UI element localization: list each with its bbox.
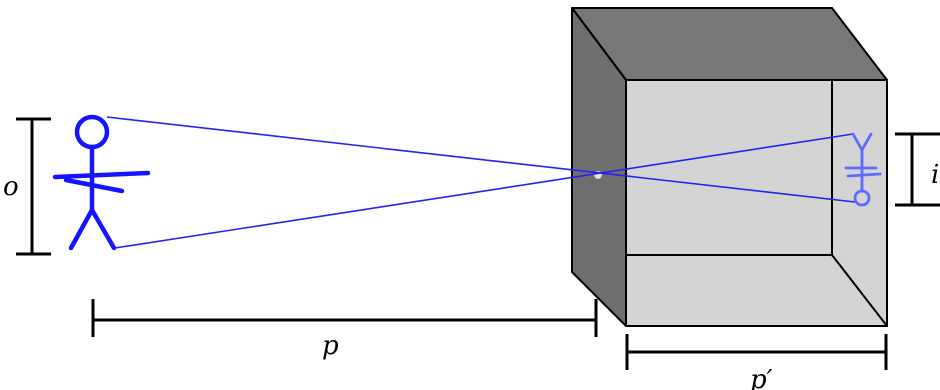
image-stick-figure bbox=[844, 132, 882, 207]
light-rays bbox=[106, 116, 856, 249]
image-height-label: i bbox=[931, 160, 939, 190]
object-height-label: o bbox=[3, 172, 19, 202]
object-distance-label: p bbox=[322, 331, 339, 361]
image-height-bracket bbox=[895, 132, 940, 207]
object-arm-lower bbox=[63, 177, 125, 194]
object-stick-figure bbox=[52, 114, 151, 251]
object-arm-upper bbox=[52, 170, 151, 180]
image-leg-right bbox=[860, 132, 873, 152]
camera-box-inner-edge-diagonal bbox=[831, 254, 888, 327]
camera-box bbox=[571, 7, 888, 327]
image-distance-label: p′ bbox=[750, 365, 773, 390]
ray-top-to-bottom bbox=[106, 116, 856, 203]
ray-bottom-to-top bbox=[114, 133, 854, 249]
object-distance-bracket bbox=[91, 299, 598, 337]
camera-box-interior-back bbox=[625, 79, 888, 327]
camera-box-top-face bbox=[571, 7, 888, 81]
object-leg-right bbox=[89, 207, 117, 251]
object-head bbox=[74, 114, 110, 150]
object-leg-left bbox=[68, 207, 95, 251]
image-arm-lower bbox=[846, 172, 882, 178]
image-distance-bracket bbox=[625, 334, 888, 370]
object-height-bracket bbox=[16, 117, 51, 256]
image-leg-left bbox=[851, 132, 864, 152]
